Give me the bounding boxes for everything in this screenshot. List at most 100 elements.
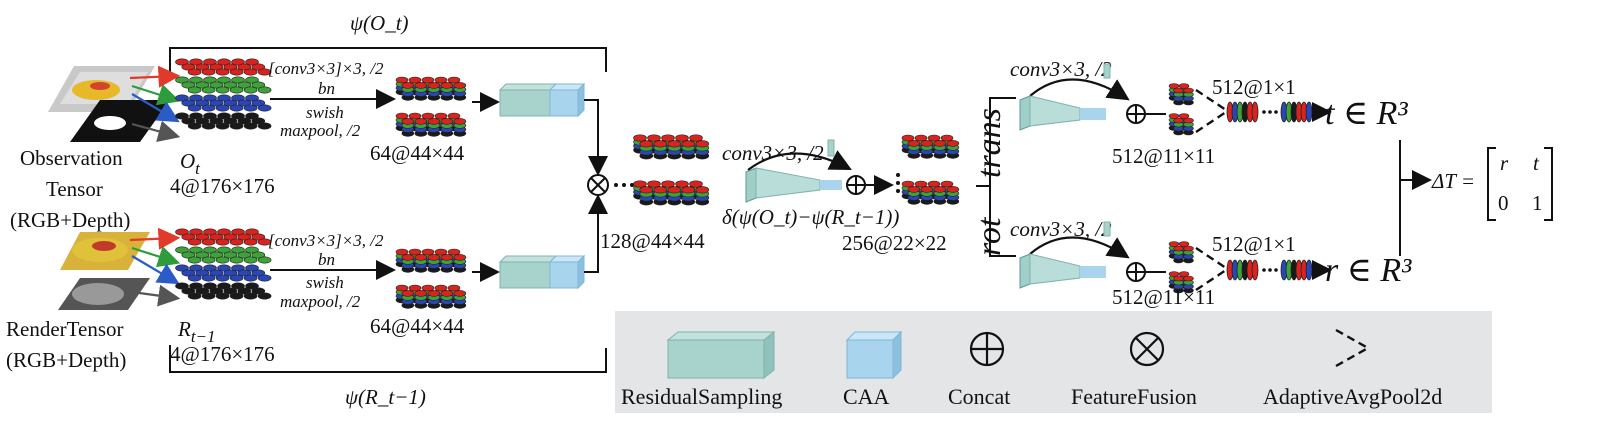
tensor-cell (187, 292, 202, 300)
feature-256-stack (901, 134, 960, 205)
tensor-cell (195, 287, 210, 295)
tensor-cell (440, 82, 454, 89)
tensor-cell (421, 76, 435, 84)
tensor-cell (175, 264, 189, 272)
tensor-cell (453, 254, 467, 261)
tensor-cell (667, 186, 682, 194)
tensor-cell (901, 180, 915, 188)
fused-feature-stack (633, 134, 710, 206)
tensor-cell (201, 274, 216, 282)
top-head-block (1019, 63, 1111, 131)
tensor-cell (675, 134, 689, 142)
tensor-cell (414, 118, 428, 125)
tensor-cell (217, 58, 231, 66)
tensor-cell (209, 117, 224, 125)
tensor-cell (1178, 271, 1190, 277)
tensor-cell (223, 81, 238, 89)
tensor-cell (946, 186, 960, 193)
tensor-cell (243, 104, 258, 112)
tensor-cell (1183, 117, 1194, 124)
tensor-cell (175, 94, 189, 102)
tensor-cell (251, 233, 266, 241)
split-lines (976, 97, 1016, 257)
tensor-cell (633, 134, 647, 142)
tensor-cell (229, 122, 244, 130)
legend-concat-icon (969, 331, 1005, 367)
tensor-cell (395, 76, 409, 84)
tensor-cell (229, 86, 244, 94)
tensor-cell (229, 68, 244, 76)
tensor-cell (215, 274, 230, 282)
tensor-cell (203, 282, 217, 290)
observation-label-2: Tensor (46, 177, 103, 201)
tensor-cell (647, 180, 661, 188)
tensor-cell (1173, 245, 1184, 252)
tensor-cell (175, 112, 189, 120)
tensor-cell (933, 140, 947, 147)
tensor-cell (203, 76, 217, 84)
top-swish-label: swish (306, 103, 344, 122)
legend: ResidualSampling CAA Concat FeatureFusio… (615, 311, 1492, 413)
tensor-cell (231, 228, 245, 236)
tensor-cell (689, 134, 703, 142)
top-maxpool-label: maxpool, /2 (280, 121, 361, 140)
tensor-cell (427, 290, 441, 297)
tensor-cell (203, 58, 217, 66)
tensor-cell (229, 256, 244, 264)
tensor-cell (251, 287, 266, 295)
tensor-cell (440, 118, 454, 125)
obs-symbol: Ot (180, 149, 201, 178)
tensor-cell (175, 58, 189, 66)
tensor-cell (181, 63, 196, 71)
tensor-cell (223, 63, 238, 71)
tensor-cell (189, 94, 203, 102)
tensor-cell (231, 282, 245, 290)
tensor-cell (243, 68, 258, 76)
top-head-conv-arrow (1029, 78, 1130, 101)
tensor-cell (408, 284, 422, 292)
tensor-cell (427, 82, 441, 89)
dots-256 (896, 173, 900, 193)
fusion-conv-arrow (747, 150, 852, 171)
top-512-stack (1168, 83, 1194, 136)
tensor-cell (395, 284, 409, 292)
tensor-cell (175, 76, 189, 84)
tensor-cell (920, 186, 934, 193)
tensor-cell (195, 81, 210, 89)
tensor-cell (229, 238, 244, 246)
tensor-cell (189, 246, 203, 254)
tensor-cell (189, 112, 203, 120)
tensor-cell (195, 251, 210, 259)
tensor-cell (1173, 87, 1184, 94)
tensor-cell (217, 76, 231, 84)
tensor-cell (231, 112, 245, 120)
tensor-cell (215, 256, 230, 264)
tensor-cell (223, 269, 238, 277)
tensor-cell (245, 264, 259, 272)
top-conv-label: [conv3×3]×3, /2 (268, 59, 384, 78)
tensor-cell (209, 233, 224, 241)
tensor-cell (217, 264, 231, 272)
tensor-cell (447, 112, 461, 120)
tensor-cell (243, 238, 258, 246)
tensor-cell (1178, 241, 1190, 247)
tensor-cell (920, 140, 934, 147)
tensor-cell (181, 117, 196, 125)
tensor-cell (257, 68, 272, 76)
tensor-cell (189, 228, 203, 236)
tensor-cell (237, 81, 252, 89)
fusion-dots (614, 183, 634, 187)
tensor-cell (914, 134, 928, 142)
tensor-cell (175, 282, 189, 290)
tensor-cell (203, 94, 217, 102)
tensor-cell (243, 122, 258, 130)
tensor-cell (195, 63, 210, 71)
top-512-shape: 512@11×11 (1112, 144, 1215, 168)
observation-tensor-stack (175, 58, 272, 130)
tensor-cell (245, 246, 259, 254)
tensor-cell (203, 264, 217, 272)
tensor-cell (203, 228, 217, 236)
tensor-cell (453, 118, 467, 125)
legend-residual-label: ResidualSampling (621, 384, 782, 409)
tensor-cell (181, 269, 196, 277)
